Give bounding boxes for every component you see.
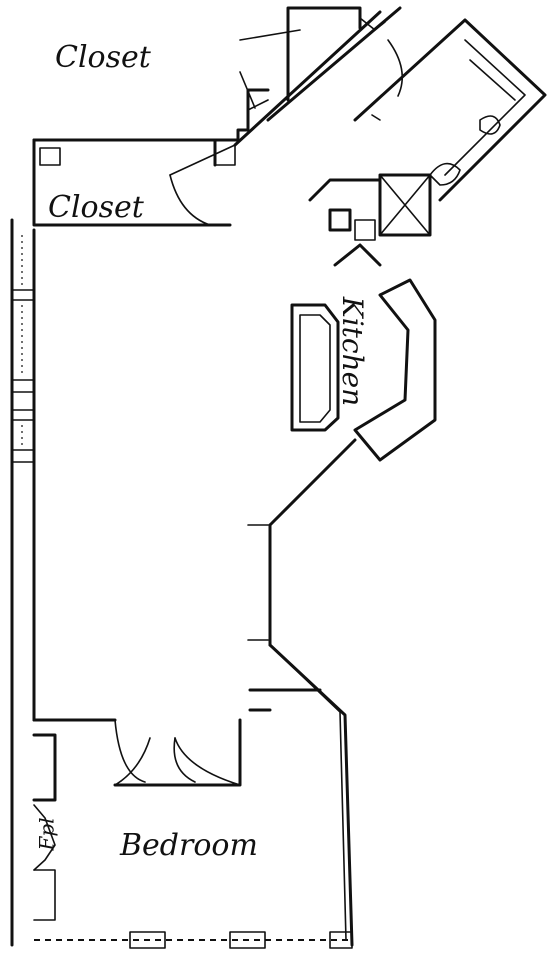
right-wall <box>247 438 357 947</box>
kitchen-counter <box>353 278 437 462</box>
fireplace-label: Fpl <box>34 817 59 851</box>
diagonal-corridor <box>233 6 404 147</box>
closet-top-label: Closet <box>55 40 151 75</box>
kitchen-island <box>290 303 340 432</box>
closet-door <box>169 144 236 226</box>
stair-chase <box>308 173 432 267</box>
upper-closet-walls <box>32 6 362 227</box>
left-exterior-wall <box>10 218 36 947</box>
bedroom-label: Bedroom <box>120 828 258 863</box>
fireplace <box>32 733 57 921</box>
closet-mid-label: Closet <box>48 190 144 225</box>
bathroom-block <box>353 18 547 202</box>
bottom-exterior-wall <box>34 931 353 949</box>
bedroom-entry <box>32 688 322 787</box>
kitchen-label: Kitchen <box>336 296 370 407</box>
